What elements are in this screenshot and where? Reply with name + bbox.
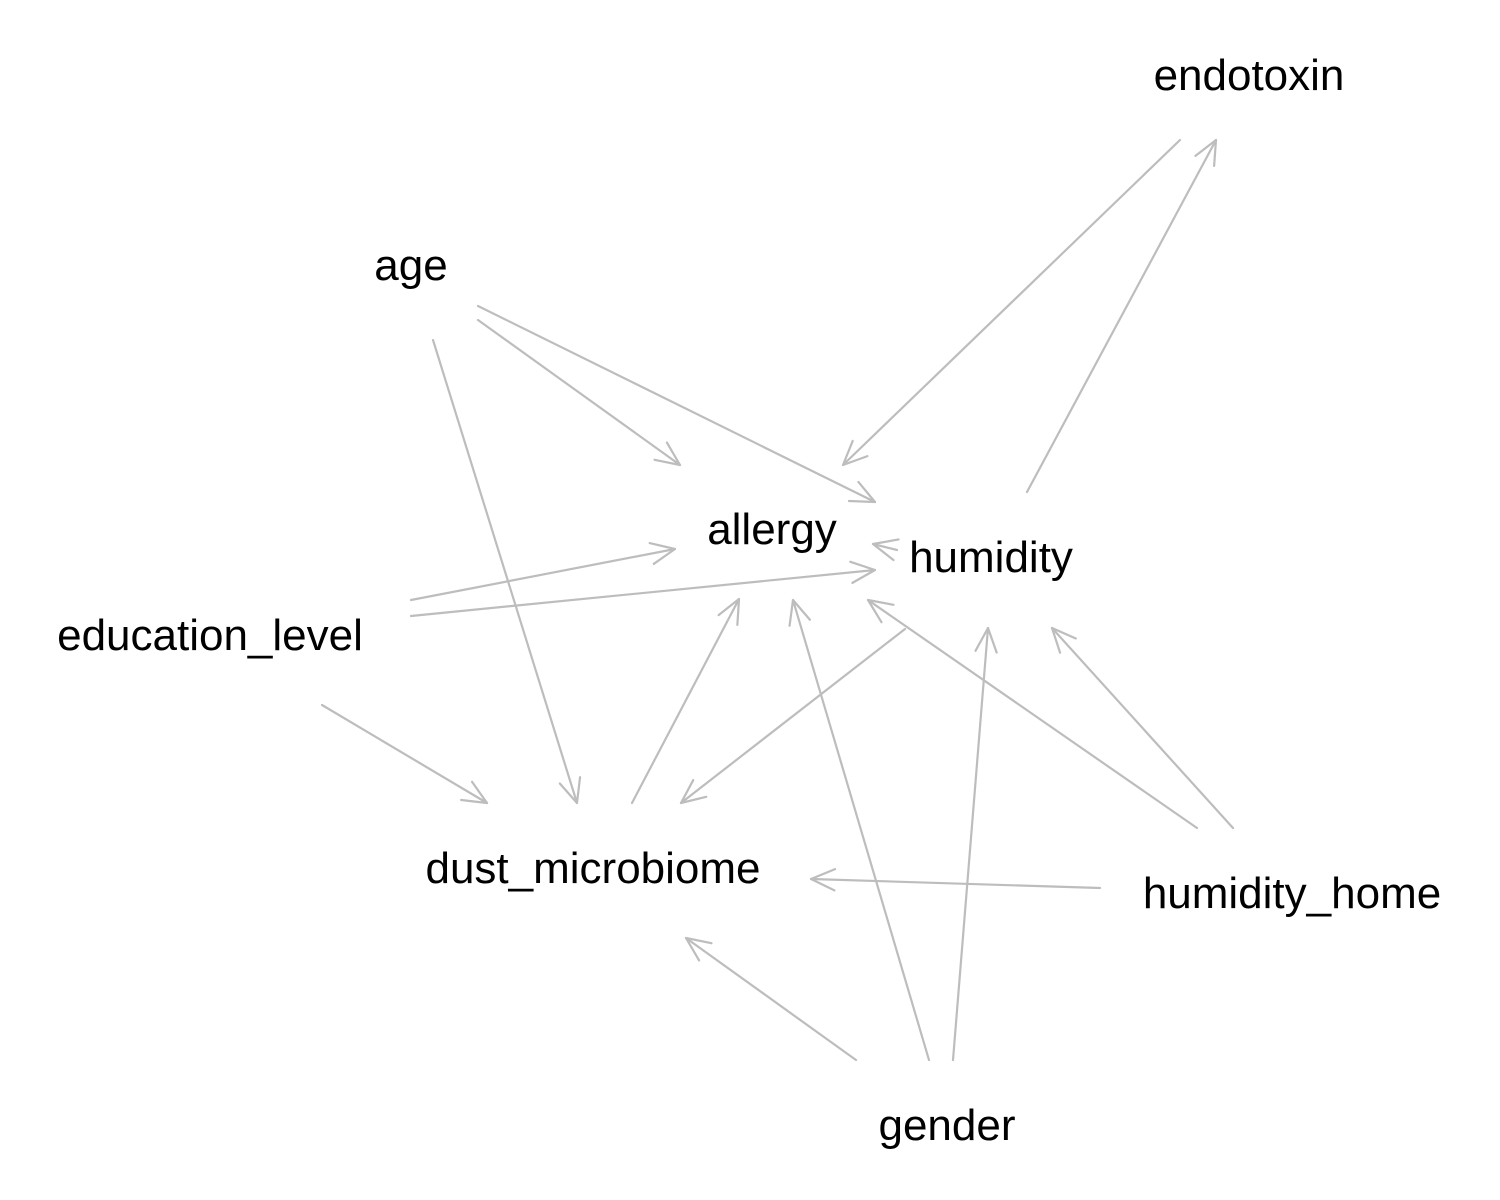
arrowhead-icon: [1194, 138, 1218, 168]
edge-humidity-home-to-dust-microbiome: [809, 868, 1102, 892]
node-endotoxin: endotoxin: [1154, 51, 1345, 100]
arrowhead-icon: [847, 480, 877, 504]
edge-education-level-to-dust-microbiome: [320, 703, 489, 805]
edge-line: [679, 627, 907, 805]
arrowhead-icon: [974, 626, 998, 654]
node-allergy: allergy: [707, 505, 837, 554]
edge-humidity-home-to-humidity: [866, 598, 1199, 830]
arrowhead-icon: [684, 936, 713, 962]
node-humidity: humidity: [909, 533, 1073, 582]
edge-humidity-home-to-humidity: [1050, 626, 1235, 830]
arrowhead-icon: [653, 441, 682, 467]
edge-humidity-to-allergy: [871, 538, 900, 562]
edge-gender-to-dust-microbiome: [684, 936, 858, 1062]
edge-line: [841, 138, 1182, 467]
edge-line: [630, 597, 741, 805]
edge-age-to-allergy: [476, 318, 682, 467]
edge-humidity-to-dust-microbiome: [679, 627, 907, 805]
edges-layer: [320, 138, 1235, 1062]
edge-age-to-humidity: [476, 304, 877, 504]
edge-line: [791, 598, 931, 1062]
arrowhead-icon: [717, 597, 741, 627]
node-dust-microbiome: dust_microbiome: [425, 844, 760, 893]
edge-line: [476, 318, 682, 467]
node-labels-layer: endotoxin age allergy humidity education…: [57, 51, 1441, 1150]
edge-dust-microbiome-to-allergy: [630, 597, 741, 805]
node-humidity-home: humidity_home: [1143, 869, 1441, 918]
edge-line: [951, 626, 990, 1062]
edge-gender-to-allergy: [788, 598, 931, 1062]
arrowhead-icon: [1050, 626, 1077, 654]
edge-gender-to-humidity: [951, 626, 998, 1062]
edge-line: [431, 338, 579, 805]
edge-age-to-dust-microbiome: [431, 338, 582, 805]
arrowhead-icon: [841, 439, 869, 467]
edge-education-level-to-allergy: [409, 541, 677, 602]
node-education-level: education_level: [57, 611, 363, 660]
edge-line: [476, 304, 877, 504]
edge-line: [866, 598, 1199, 830]
arrowhead-icon: [849, 560, 877, 584]
node-gender: gender: [878, 1101, 1015, 1150]
edge-line: [684, 936, 858, 1062]
arrowhead-icon: [809, 868, 837, 892]
arrowhead-icon: [866, 598, 895, 624]
edge-education-level-to-humidity: [409, 560, 877, 618]
arrowhead-icon: [558, 776, 582, 805]
edge-line: [809, 877, 1102, 890]
arrowhead-icon: [460, 780, 489, 805]
edge-line: [409, 547, 677, 602]
arrowhead-icon: [871, 538, 900, 562]
edge-line: [1050, 626, 1235, 830]
edge-endotoxin-to-allergy: [841, 138, 1182, 467]
edge-humidity-to-endotoxin: [1025, 138, 1218, 494]
edge-line: [320, 703, 489, 805]
node-age: age: [374, 241, 447, 290]
arrowhead-icon: [679, 778, 708, 805]
arrowhead-icon: [648, 541, 677, 566]
edge-line: [1025, 138, 1218, 494]
edge-line: [871, 542, 899, 552]
arrowhead-icon: [788, 598, 811, 627]
edge-line: [409, 568, 877, 618]
